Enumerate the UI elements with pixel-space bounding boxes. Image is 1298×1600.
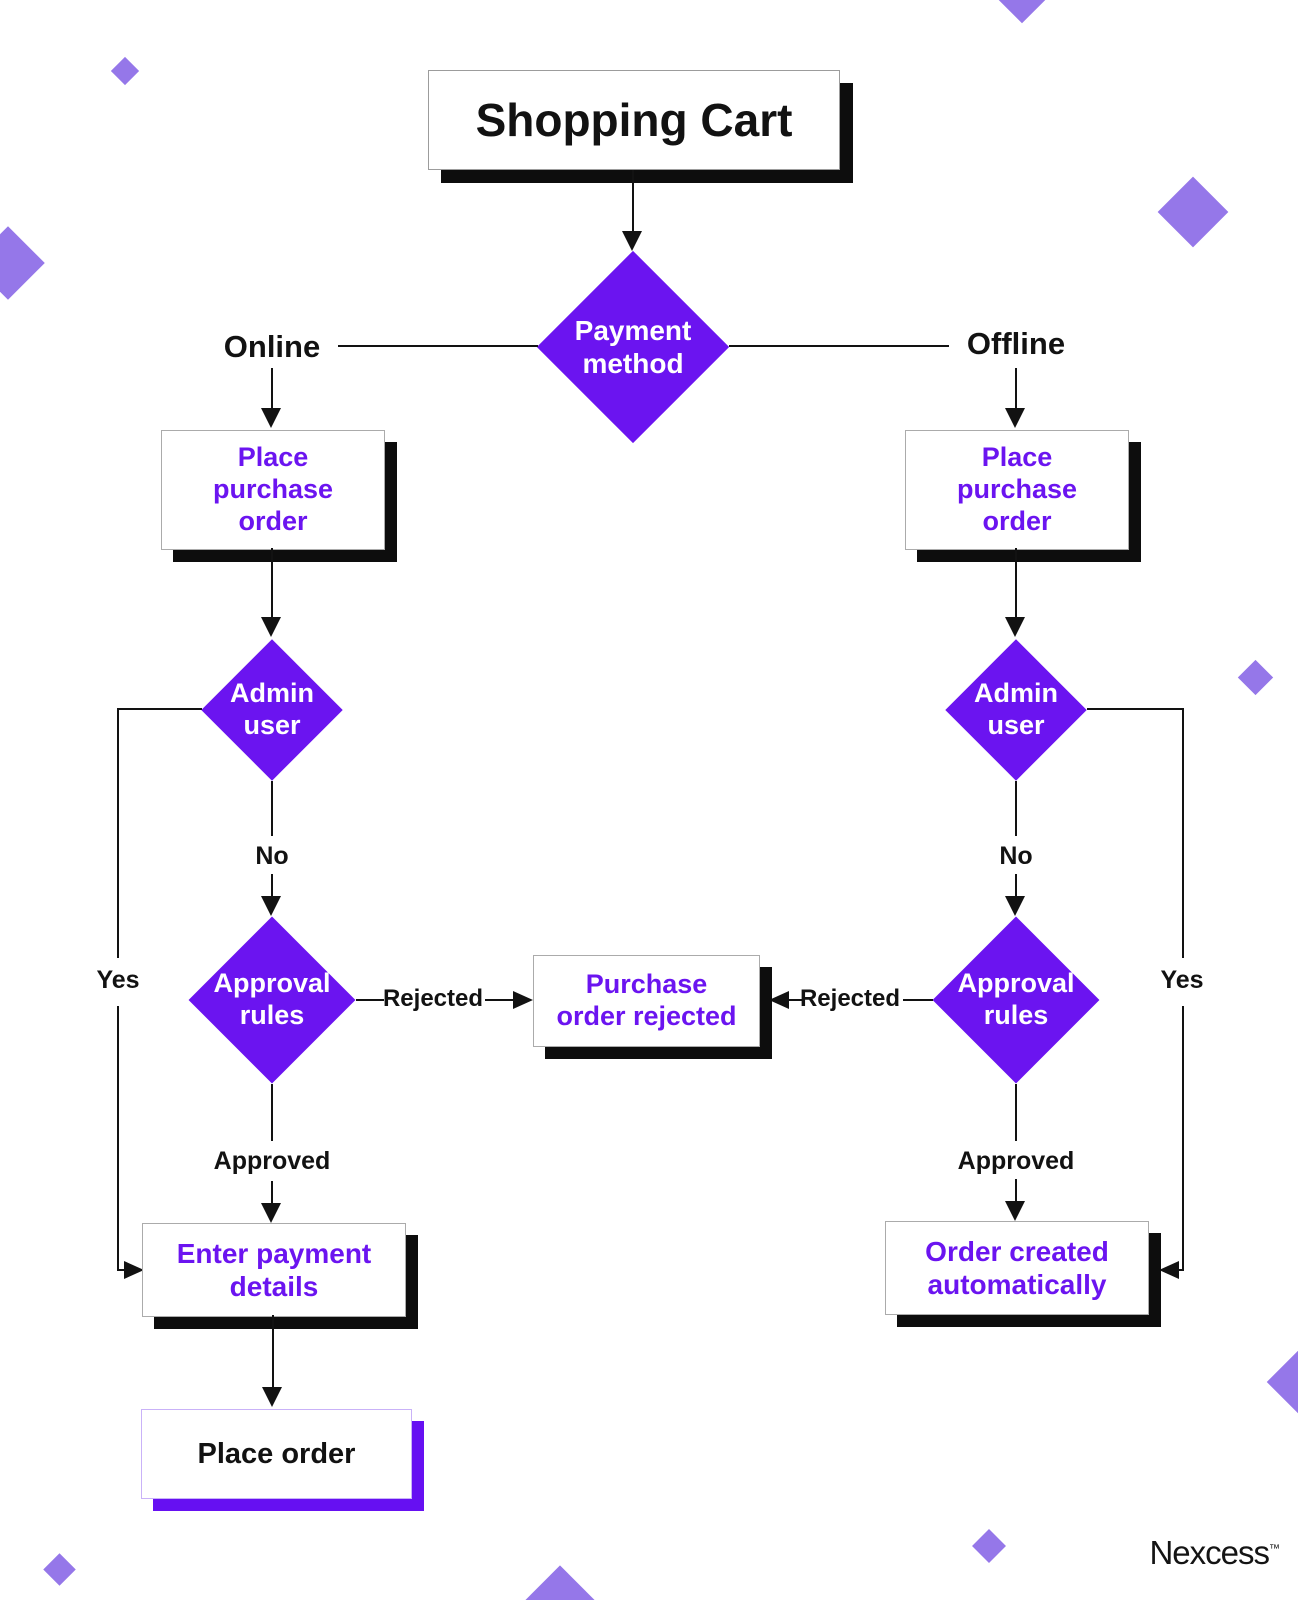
- node-label: Purchase order rejected: [556, 969, 737, 1031]
- brand-trademark: ™: [1269, 1543, 1280, 1555]
- decor-diamond: [43, 1553, 76, 1586]
- node-label: Place order: [197, 1437, 356, 1470]
- edge-label-rejected-right: Rejected: [799, 985, 901, 1012]
- brand-logo: Nexcess™: [1090, 1534, 1280, 1572]
- node-place-purchase-order-offline: Place purchase order: [905, 430, 1129, 550]
- arrowhead-rejected-left: [513, 991, 533, 1009]
- connector-approved-right-v: [1015, 1084, 1017, 1141]
- arrowhead-yes-right: [1159, 1261, 1179, 1279]
- node-order-created-automatically: Order created automatically: [885, 1221, 1149, 1315]
- edge-label-no-left: No: [255, 842, 289, 870]
- edge-label-approved-right: Approved: [957, 1147, 1075, 1175]
- connector-rejected-left-h2: [485, 999, 513, 1001]
- connector-approved-right-v2: [1015, 1179, 1017, 1201]
- arrowhead-offline-down: [1005, 408, 1025, 428]
- arrowhead-lbox-admin: [261, 617, 281, 637]
- decision-approval-rules-label: Approval rules: [213, 968, 331, 1030]
- decision-approval-rules-online: Approval rules: [188, 916, 356, 1084]
- arrowhead-yes-left: [124, 1261, 144, 1279]
- connector-rejected-right-h1: [789, 999, 802, 1001]
- node-enter-payment-details: Enter payment details: [142, 1223, 406, 1317]
- node-purchase-order-rejected: Purchase order rejected: [533, 955, 760, 1047]
- connector-rejected-left-h1: [356, 999, 384, 1001]
- connector-yes-left-h2: [117, 1269, 125, 1271]
- decor-diamond: [1266, 1336, 1298, 1428]
- connector-rejected-right-h2: [903, 999, 933, 1001]
- arrowhead-title-payment: [622, 231, 642, 251]
- connector-ladmin-no: [271, 781, 273, 836]
- connector-lbox-admin: [271, 548, 273, 617]
- edge-label-yes-right: Yes: [1160, 966, 1204, 994]
- connector-yes-right-v1: [1182, 708, 1184, 958]
- connector-title-payment: [632, 170, 634, 231]
- decor-diamond: [1157, 176, 1229, 248]
- edge-label-no-right: No: [999, 842, 1033, 870]
- node-label: Enter payment details: [176, 1237, 372, 1302]
- connector-online-down: [271, 368, 273, 408]
- connector-yes-left-h: [118, 708, 202, 710]
- connector-rno-approval: [1015, 874, 1017, 896]
- brand-name: Nexcess: [1149, 1534, 1270, 1571]
- decision-payment-method: Payment method: [536, 250, 730, 444]
- connector-approved-left-v: [271, 1084, 273, 1141]
- edge-label-approved-left: Approved: [213, 1147, 331, 1175]
- node-label: Order created automatically: [925, 1235, 1109, 1300]
- connector-yes-left-v2: [117, 1006, 119, 1271]
- node-place-purchase-order-online: Place purchase order: [161, 430, 385, 550]
- decor-diamond: [972, 1529, 1006, 1563]
- branch-label-online: Online: [223, 329, 321, 364]
- connector-yes-right-h2: [1179, 1269, 1184, 1271]
- branch-label-offline: Offline: [966, 326, 1066, 361]
- arrowhead-rno-approval: [1005, 896, 1025, 916]
- node-label: Place purchase order: [956, 442, 1078, 536]
- node-label: Place purchase order: [212, 442, 334, 536]
- decision-payment-method-label: Payment method: [574, 314, 692, 379]
- decor-diamond: [503, 1565, 617, 1600]
- connector-radmin-no: [1015, 781, 1017, 836]
- decision-admin-user-label: Admin user: [230, 678, 314, 740]
- connector-payment-offline: [729, 345, 949, 347]
- decision-admin-user-label: Admin user: [974, 678, 1058, 740]
- connector-approved-left-v2: [271, 1181, 273, 1203]
- connector-lno-approval: [271, 874, 273, 896]
- node-place-order: Place order: [141, 1409, 412, 1499]
- arrowhead-online-down: [261, 408, 281, 428]
- arrowhead-lno-approval: [261, 896, 281, 916]
- arrowhead-rejected-right: [769, 991, 789, 1009]
- connector-yes-left-v1: [117, 708, 119, 958]
- edge-label-yes-left: Yes: [96, 966, 140, 994]
- decision-admin-user-offline: Admin user: [945, 639, 1087, 781]
- arrowhead-approved-left: [261, 1203, 281, 1223]
- decision-admin-user-online: Admin user: [201, 639, 343, 781]
- decor-diamond: [1237, 659, 1274, 696]
- decision-approval-rules-label: Approval rules: [957, 968, 1075, 1030]
- edge-label-rejected-left: Rejected: [382, 985, 484, 1012]
- connector-epd-placeorder: [272, 1315, 274, 1387]
- title-box: Shopping Cart: [428, 70, 840, 170]
- page-title: Shopping Cart: [475, 94, 793, 146]
- arrowhead-rbox-admin: [1005, 617, 1025, 637]
- connector-offline-down: [1015, 368, 1017, 408]
- decor-diamond: [110, 56, 140, 86]
- connector-yes-right-h: [1087, 708, 1184, 710]
- connector-payment-online: [338, 345, 538, 347]
- connector-rbox-admin: [1015, 548, 1017, 617]
- decor-diamond: [0, 226, 45, 300]
- decision-approval-rules-offline: Approval rules: [932, 916, 1100, 1084]
- arrowhead-epd-placeorder: [262, 1387, 282, 1407]
- decor-diamond: [993, 0, 1051, 24]
- arrowhead-approved-right: [1005, 1201, 1025, 1221]
- connector-yes-right-v2: [1182, 1006, 1184, 1271]
